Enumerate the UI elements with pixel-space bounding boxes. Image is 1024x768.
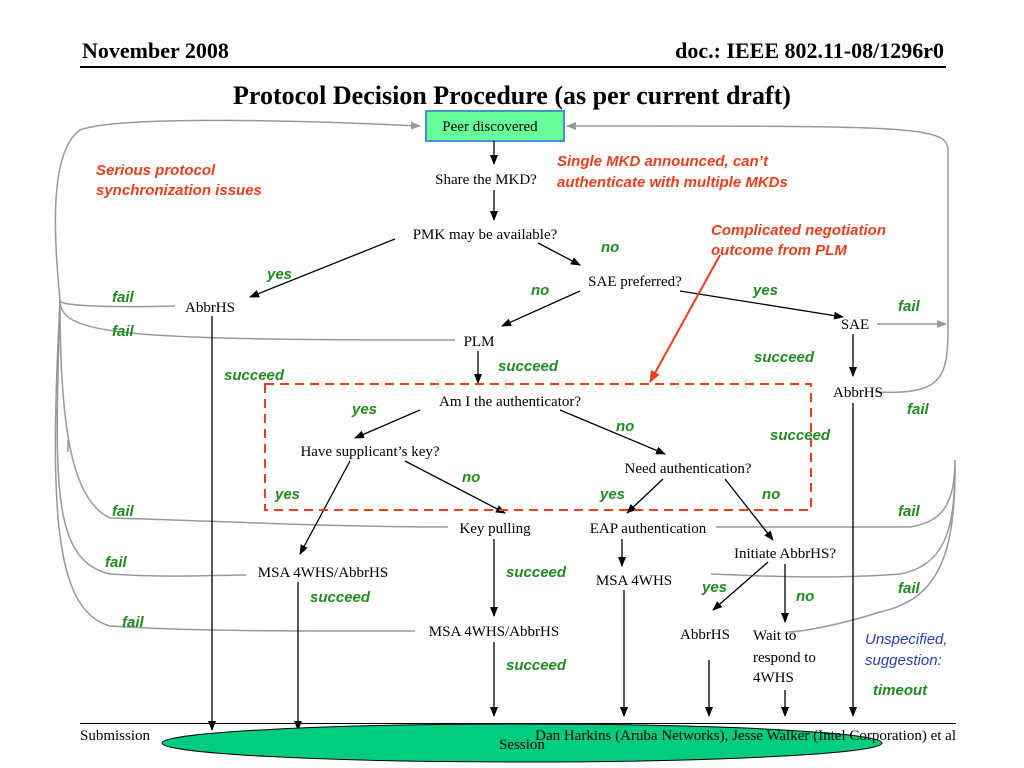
plm-node: PLM — [464, 334, 495, 350]
label-succeed: succeed — [506, 564, 567, 581]
wait-respond-line-1: Wait to — [753, 628, 796, 644]
header-doc-id: doc.: IEEE 802.11-08/1296r0 — [675, 38, 944, 63]
session-ellipse — [161, 723, 883, 763]
msa-4whs-abbrhs-center-node: MSA 4WHS/AbbrHS — [429, 624, 559, 640]
flow-arrows — [208, 141, 857, 731]
note-unspecified-line-2: suggestion: — [865, 652, 942, 669]
sae-preferred-node: SAE preferred? — [588, 274, 682, 290]
note-sync-issues-line-1: Serious protocol — [96, 162, 216, 179]
label-fail: fail — [112, 289, 135, 306]
note-unspecified-line-1: Unspecified, — [865, 631, 948, 648]
need-authentication-node: Need authentication? — [624, 461, 751, 477]
label-yes: yes — [599, 486, 625, 503]
label-fail: fail — [898, 298, 921, 315]
abbrhs-bottom-node: AbbrHS — [680, 627, 730, 643]
share-mkd-node: Share the MKD? — [435, 172, 537, 188]
header-date: November 2008 — [82, 38, 229, 63]
complicated-note-arrow — [649, 254, 721, 383]
peer-discovered-node: Peer discovered — [442, 119, 538, 135]
label-succeed: succeed — [506, 657, 567, 674]
abbrhs-left-node: AbbrHS — [185, 300, 235, 316]
have-supplicant-key-node: Have supplicant’s key? — [300, 444, 439, 460]
footer-submission: Submission — [80, 728, 151, 744]
slide-title: Protocol Decision Procedure (as per curr… — [233, 81, 791, 110]
label-yes: yes — [752, 282, 778, 299]
session-node: Session — [499, 737, 545, 753]
label-succeed: succeed — [754, 349, 815, 366]
label-fail: fail — [112, 503, 135, 520]
footer-authors: Dan Harkins (Aruba Networks), Jesse Walk… — [535, 728, 956, 744]
msa-4whs-abbrhs-left-node: MSA 4WHS/AbbrHS — [258, 565, 388, 581]
label-no: no — [762, 486, 780, 503]
note-complicated-line-1: Complicated negotiation — [711, 222, 886, 239]
label-succeed: succeed — [498, 358, 559, 375]
label-succeed: succeed — [224, 367, 285, 384]
feedback-loops — [54, 119, 956, 633]
label-fail: fail — [898, 503, 921, 520]
label-yes: yes — [274, 486, 300, 503]
am-i-authenticator-node: Am I the authenticator? — [439, 394, 581, 410]
label-yes: yes — [351, 401, 377, 418]
wait-respond-line-3: 4WHS — [753, 670, 794, 686]
note-single-mkd-line-2: authenticate with multiple MKDs — [557, 174, 788, 191]
wait-respond-line-2: respond to — [753, 650, 816, 666]
eap-authentication-node: EAP authentication — [590, 521, 707, 537]
note-sync-issues-line-2: synchronization issues — [96, 182, 262, 199]
label-no: no — [601, 239, 619, 256]
sae-node: SAE — [841, 317, 869, 333]
label-yes: yes — [266, 266, 292, 283]
label-fail: fail — [122, 614, 145, 631]
note-single-mkd-line-1: Single MKD announced, can’t — [557, 153, 769, 170]
label-no: no — [796, 588, 814, 605]
label-yes: yes — [701, 579, 727, 596]
label-succeed: succeed — [770, 427, 831, 444]
initiate-abbrhs-node: Initiate AbbrHS? — [734, 546, 836, 562]
note-complicated-line-2: outcome from PLM — [711, 242, 847, 259]
label-fail: fail — [105, 554, 128, 571]
header-rule — [80, 66, 946, 68]
label-fail: fail — [112, 323, 135, 340]
branch-labels: no yes no yes fail fail fail succeed suc… — [105, 239, 930, 699]
label-no: no — [462, 469, 480, 486]
pmk-available-node: PMK may be available? — [413, 227, 558, 243]
key-pulling-node: Key pulling — [459, 521, 531, 537]
msa-4whs-node: MSA 4WHS — [596, 573, 672, 589]
label-succeed: succeed — [310, 589, 371, 606]
label-fail: fail — [898, 580, 921, 597]
label-no: no — [531, 282, 549, 299]
abbrhs-right-node: AbbrHS — [833, 385, 883, 401]
plm-negotiation-region — [264, 383, 812, 511]
peer-discovered-box — [425, 110, 565, 142]
label-fail: fail — [907, 401, 930, 418]
footer-rule — [80, 723, 956, 724]
label-timeout: timeout — [873, 682, 928, 699]
label-no: no — [616, 418, 634, 435]
